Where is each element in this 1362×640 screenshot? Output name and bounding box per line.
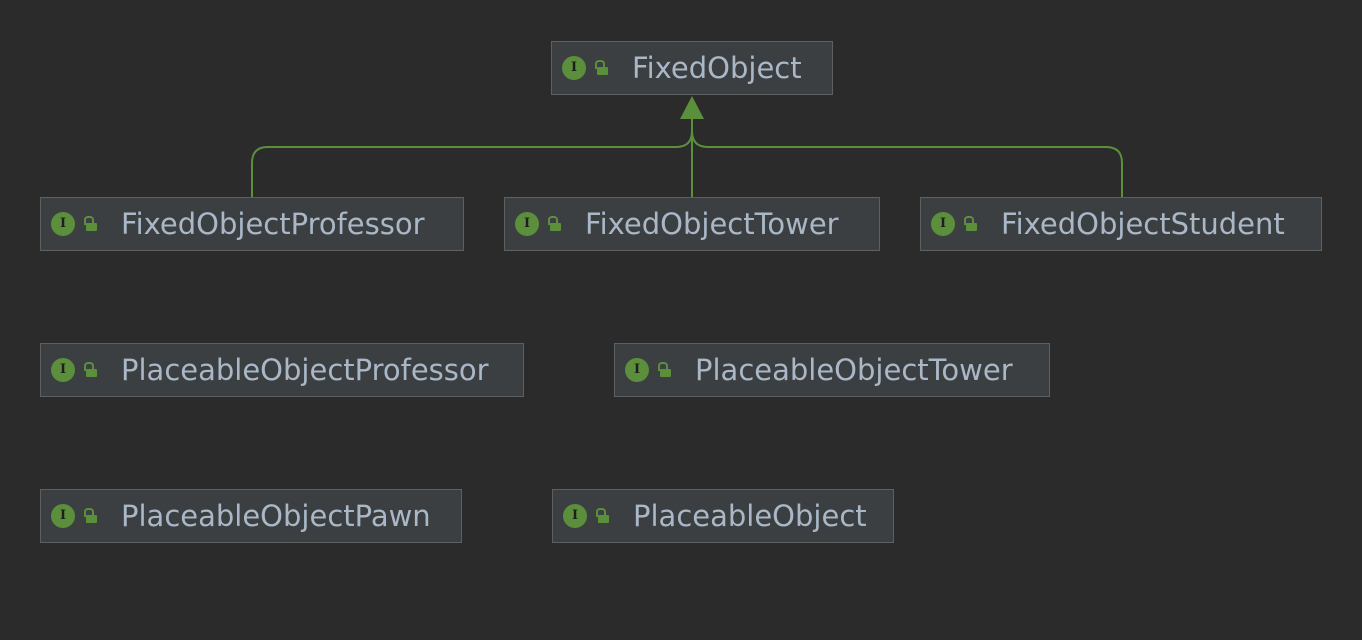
public-lock-icon [83, 507, 99, 525]
node-fixed-object-tower[interactable]: I FixedObjectTower [504, 197, 880, 251]
node-placeable-object-professor[interactable]: I PlaceableObjectProfessor [40, 343, 524, 397]
node-label: FixedObjectProfessor [121, 206, 425, 241]
inheritance-arrowhead [680, 96, 704, 119]
node-label: PlaceableObjectPawn [121, 498, 431, 533]
interface-icon: I [563, 504, 587, 528]
public-lock-icon [963, 215, 979, 233]
node-label: PlaceableObject [633, 498, 867, 533]
interface-icon: I [515, 212, 539, 236]
node-fixed-object-professor[interactable]: I FixedObjectProfessor [40, 197, 464, 251]
interface-icon: I [51, 504, 75, 528]
node-placeable-object[interactable]: I PlaceableObject [552, 489, 894, 543]
interface-icon: I [931, 212, 955, 236]
node-placeable-object-tower[interactable]: I PlaceableObjectTower [614, 343, 1050, 397]
public-lock-icon [594, 59, 610, 77]
node-label: FixedObject [632, 50, 802, 85]
public-lock-icon [547, 215, 563, 233]
public-lock-icon [83, 361, 99, 379]
node-fixed-object[interactable]: I FixedObject [551, 41, 833, 95]
node-label: PlaceableObjectTower [695, 352, 1013, 387]
edge-student-to-fixed-object [691, 118, 1123, 197]
public-lock-icon [657, 361, 673, 379]
public-lock-icon [595, 507, 611, 525]
node-label: FixedObjectTower [585, 206, 839, 241]
interface-icon: I [51, 212, 75, 236]
node-label: FixedObjectStudent [1001, 206, 1285, 241]
interface-icon: I [562, 56, 586, 80]
node-fixed-object-student[interactable]: I FixedObjectStudent [920, 197, 1322, 251]
node-label: PlaceableObjectProfessor [121, 352, 489, 387]
node-placeable-object-pawn[interactable]: I PlaceableObjectPawn [40, 489, 462, 543]
edge-professor-to-fixed-object [251, 118, 693, 197]
interface-icon: I [51, 358, 75, 382]
interface-icon: I [625, 358, 649, 382]
public-lock-icon [83, 215, 99, 233]
